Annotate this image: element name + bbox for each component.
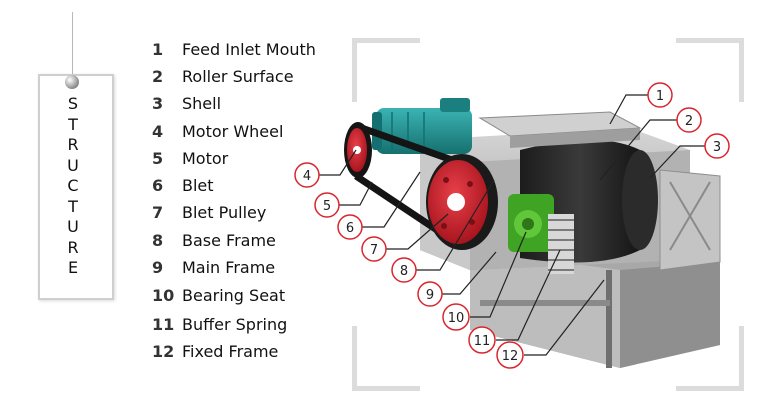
legend-label: Blet [182,176,214,195]
legend-number: 8 [152,231,164,250]
legend-label: Buffer Spring [182,315,288,334]
legend-label: Motor [182,149,229,168]
legend-label: Shell [182,94,222,113]
tag-letter: T [68,196,78,216]
tag-ring-icon [65,75,79,89]
callout-12: 12 [496,341,524,369]
callout-6: 6 [337,214,363,240]
frame-bracket-top-right-h [676,38,744,43]
legend-label: Motor Wheel [182,122,284,141]
frame-bracket-bottom-left-v [352,326,357,391]
legend-item: 7 Blet Pulley [152,201,362,223]
callout-3: 3 [704,133,730,159]
belt-pulley [426,154,498,250]
legend-item: 5 Motor [152,147,362,169]
callout-number: 3 [713,140,721,155]
callout-number: 12 [502,349,519,364]
frame-bracket-top-right-v [739,38,744,102]
frame-bracket-bottom-right-v [739,326,744,391]
callout-leaders [319,94,705,356]
legend-number: 7 [152,203,164,222]
callout-number: 10 [448,311,465,326]
callout-4: 4 [294,162,320,188]
buffer-spring [548,214,574,274]
legend-number: 3 [152,94,164,113]
callout-number: 2 [685,114,693,129]
callout-number: 8 [400,264,408,279]
legend-label: Base Frame [182,231,276,250]
legend-label: Feed Inlet Mouth [182,40,316,59]
frame-bracket-top-left-v [352,38,357,102]
callout-number: 5 [323,199,331,214]
legend-item: 12 Fixed Frame [152,340,362,362]
tag-letter: R [67,237,79,257]
tag-letter: C [67,176,79,195]
tag-letter: E [67,258,79,277]
callout-10: 10 [442,303,470,331]
callout-number: 6 [346,221,354,236]
legend-label: Main Frame [182,258,276,277]
legend-item: 8 Base Frame [152,229,362,251]
callouts: 1 2 3 4 5 6 7 [294,82,730,369]
tag-string [72,12,73,78]
legend-label: Bearing Seat [182,286,286,305]
callout-number: 7 [370,243,378,258]
motor [372,98,472,154]
callout-11: 11 [468,326,496,354]
feed-inlet-mouth [478,111,642,148]
callout-number: 11 [474,334,491,349]
legend-item: 11 Buffer Spring [152,313,362,335]
legend-number: 12 [152,342,175,361]
legend-item: 10 Bearing Seat [152,284,362,306]
fixed-frame [659,169,721,271]
legend-item: 2 Roller Surface [152,65,362,87]
callout-1: 1 [647,82,673,108]
callout-7: 7 [361,236,387,262]
tag-letter: R [67,135,79,154]
legend-number: 11 [152,315,175,334]
legend-item: 4 Motor Wheel [152,120,362,142]
tag-letter: T [68,114,78,134]
callout-number: 9 [426,288,434,303]
legend-number: 4 [152,122,164,141]
callout-2: 2 [676,107,702,133]
legend-label: Roller Surface [182,67,294,86]
legend-label: Fixed Frame [182,342,279,361]
legend-number: 2 [152,67,164,86]
base-frame [470,240,720,368]
legend-item: 3 Shell [152,92,362,114]
callout-number: 4 [303,169,311,184]
callout-9: 9 [417,281,443,307]
tag-letter: U [67,155,79,175]
tag-letter: S [67,94,79,113]
motor-wheel [344,122,372,178]
legend-label: Blet Pulley [182,203,267,222]
callout-number: 1 [656,89,664,104]
structure-tag [38,74,114,300]
structure-tag-word: S T R U C T U R E [56,96,90,276]
callout-5: 5 [314,192,340,218]
legend-number: 1 [152,40,164,59]
legend-number: 6 [152,176,164,195]
bearing-seat [508,194,554,252]
legend-item: 6 Blet [152,174,362,196]
legend-item: 9 Main Frame [152,256,362,278]
legend-number: 10 [152,286,175,305]
frame-bracket-top-left-h [352,38,420,43]
legend-item: 1 Feed Inlet Mouth [152,38,362,60]
callout-8: 8 [391,257,417,283]
legend-number: 5 [152,149,164,168]
tag-letter: U [67,217,79,236]
frame-bracket-bottom-right-h [676,386,744,391]
frame-bracket-bottom-left-h [352,386,420,391]
legend-number: 9 [152,258,164,277]
